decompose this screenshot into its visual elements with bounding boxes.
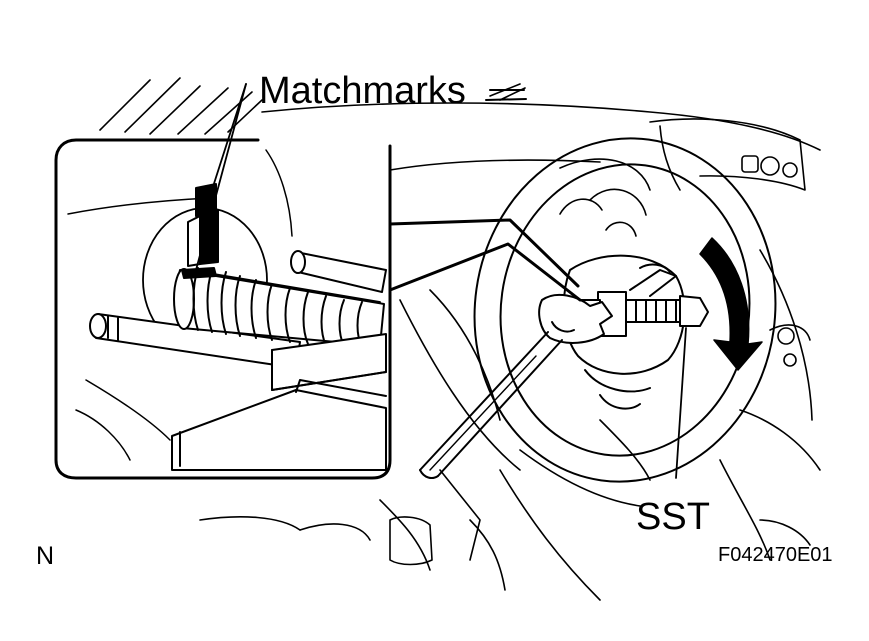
figure-id-label: F042470E01 <box>718 544 833 566</box>
label-ticks <box>485 89 527 101</box>
inset-detail-contents <box>67 149 387 471</box>
rotation-arrow-icon <box>699 237 763 371</box>
sst-label: SST <box>636 496 710 538</box>
matchmarks-leader-lines <box>195 83 247 271</box>
sst-puller-tool <box>579 263 709 479</box>
wrench <box>419 293 613 479</box>
view-code-label: N <box>36 542 55 570</box>
matchmarks-label: Matchmarks <box>259 70 466 112</box>
